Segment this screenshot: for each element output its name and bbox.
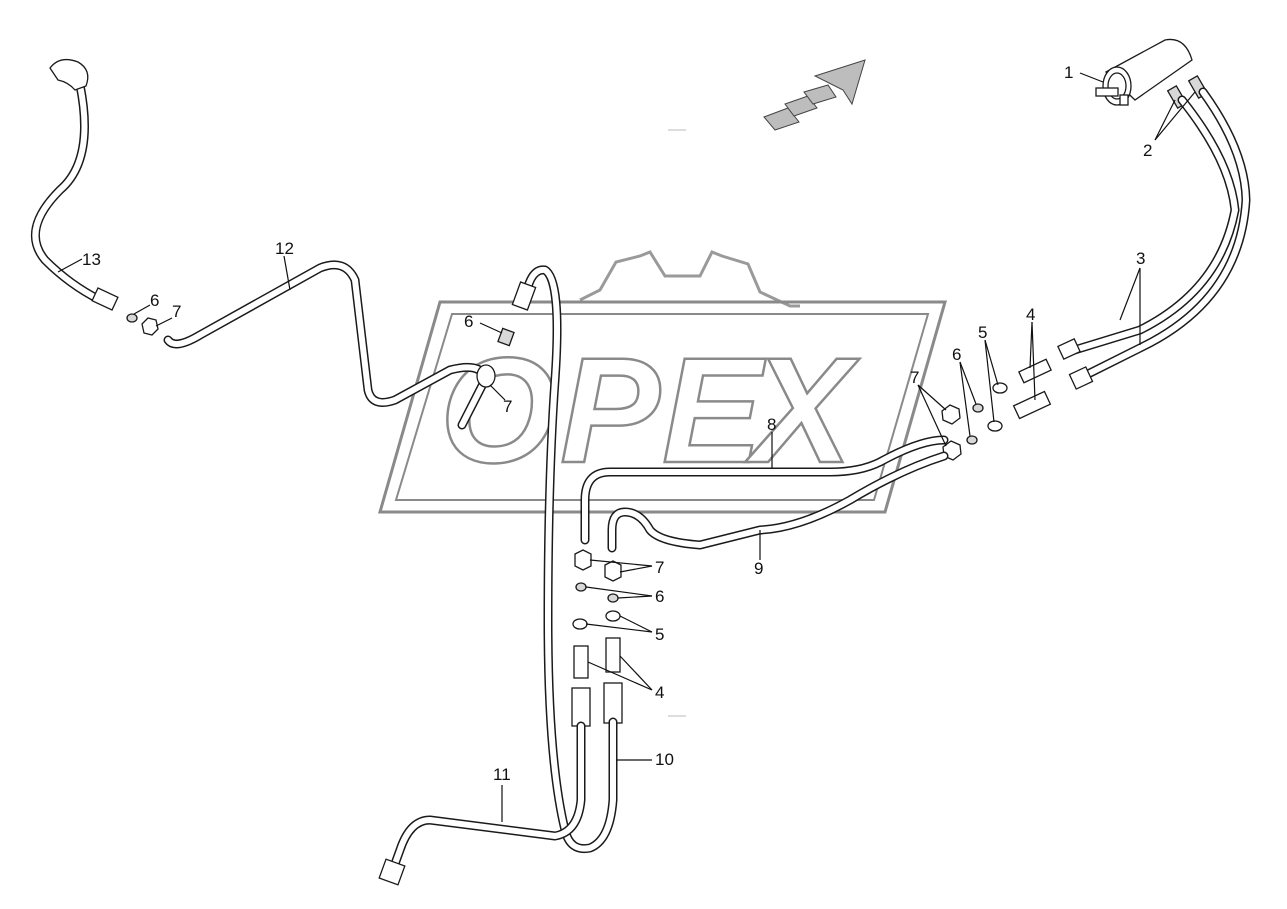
travel-direction-arrow-icon (763, 59, 866, 131)
watermark-gear-icon (579, 250, 800, 308)
callout-6: 6 (952, 345, 961, 364)
fittings-right (941, 358, 1052, 461)
callout-7-left: 7 (172, 302, 181, 321)
callout-7-bottom: 7 (655, 558, 664, 577)
watermark-letter-p: P (560, 326, 661, 494)
callout-9: 9 (754, 559, 763, 578)
watermark: O P E X (378, 250, 947, 514)
callout-4-bottom: 4 (655, 683, 664, 702)
callout-2: 2 (1143, 141, 1152, 160)
hose-13 (30, 58, 159, 336)
leader-lines (57, 72, 1196, 822)
callout-10: 10 (655, 750, 674, 769)
callout-6-bottom: 6 (655, 587, 664, 606)
callout-7-centre: 7 (503, 397, 512, 416)
hose-11 (378, 721, 586, 886)
hose-pair-3 (1057, 87, 1251, 390)
callouts: 1 2 3 4 5 6 7 8 9 10 11 12 13 6 7 6 7 7 … (82, 63, 1152, 784)
callout-1: 1 (1064, 63, 1073, 82)
tube-9 (607, 451, 949, 553)
callout-12: 12 (275, 239, 294, 258)
callout-13: 13 (82, 250, 101, 269)
watermark-letter-o: O (440, 326, 557, 494)
tube-8 (580, 435, 949, 545)
watermark-frame (378, 300, 947, 514)
callout-4: 4 (1026, 305, 1035, 324)
fittings-bottom (571, 549, 623, 727)
tube-12 (163, 260, 491, 430)
callout-6-centre: 6 (464, 312, 473, 331)
callout-6-left: 6 (150, 291, 159, 310)
callout-8: 8 (767, 415, 776, 434)
watermark-frame-inner (394, 313, 930, 501)
hose-10 (511, 265, 618, 854)
watermark-letter-x: X (745, 326, 860, 494)
callout-3: 3 (1136, 249, 1145, 268)
callout-7: 7 (910, 368, 919, 387)
watermark-letter-e: E (662, 326, 766, 494)
callout-5: 5 (978, 323, 987, 342)
callout-11: 11 (493, 765, 511, 784)
callout-5-bottom: 5 (655, 625, 664, 644)
